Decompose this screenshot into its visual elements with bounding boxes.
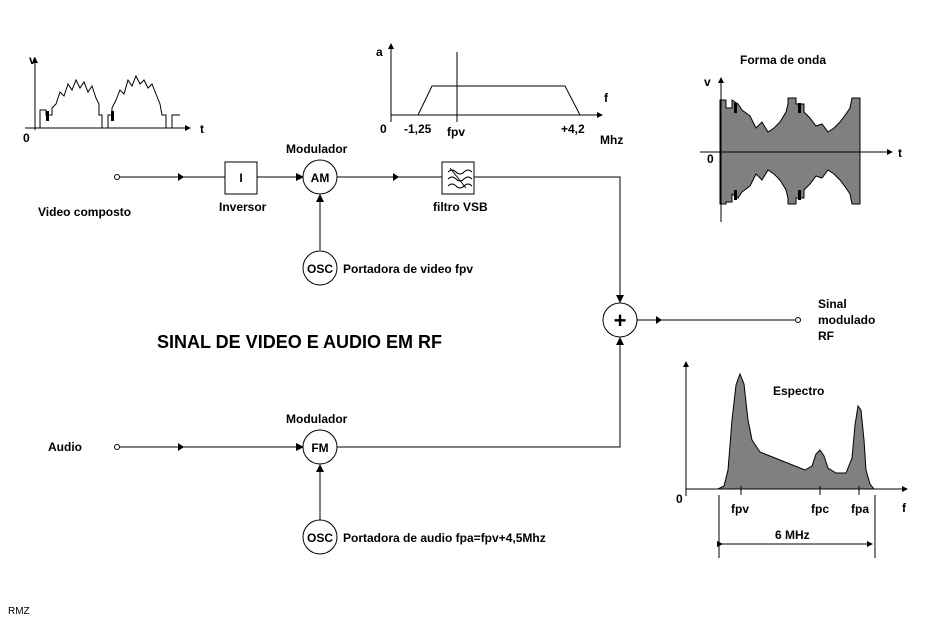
video-oscillator — [302, 250, 338, 286]
output-waveform-sync-mark — [798, 190, 801, 200]
audio-input-terminal — [114, 444, 120, 450]
spectrum-tick-fpc: fpc — [811, 502, 829, 516]
adder-symbol: + — [614, 308, 627, 333]
vsb-tick-high: +4,2 — [561, 122, 585, 136]
video-input-label: Video composto — [38, 205, 131, 219]
vsb-y-label: a — [376, 45, 383, 59]
vsb-tick-fpv: fpv — [447, 125, 465, 139]
vsb-unit: Mhz — [600, 133, 623, 147]
bandwidth-label: 6 MHz — [775, 528, 810, 542]
output-label-line2: modulado — [818, 313, 875, 327]
output-waveform-origin: 0 — [707, 152, 714, 166]
audio-osc-label: Portadora de audio fpa=fpv+4,5Mhz — [343, 531, 546, 545]
input-waveform-trace — [35, 74, 180, 129]
output-waveform-y-label: v — [704, 75, 711, 89]
am-modulator-symbol: AM — [311, 171, 330, 185]
signal-arrow — [656, 316, 662, 324]
output-waveform: Forma de onda v t 0 — [700, 53, 902, 222]
audio-path: Audio FM Modulador OSC Portadora de audi… — [48, 337, 624, 555]
signal-arrow — [178, 443, 184, 451]
output-waveform-envelope — [719, 97, 861, 205]
spectrum-tick-fpv: fpv — [731, 502, 749, 516]
spectrum-x-label: f — [902, 501, 907, 515]
vsb-origin: 0 — [380, 122, 387, 136]
output-waveform-sync-mark — [798, 103, 801, 113]
signature: RMZ — [8, 606, 30, 617]
output-label-line3: RF — [818, 329, 834, 343]
inverter-label: Inversor — [219, 200, 267, 214]
inverter-block — [224, 161, 258, 195]
video-input-terminal — [114, 174, 120, 180]
signal-arrow — [393, 173, 399, 181]
audio-osc-symbol: OSC — [307, 531, 333, 545]
input-waveform-x-label: t — [200, 122, 204, 136]
video-path: Video composto I Inversor AM Modulador f… — [38, 142, 624, 303]
input-waveform-origin: 0 — [23, 131, 30, 145]
output-waveform-title: Forma de onda — [740, 53, 826, 67]
spectrum-curve — [717, 372, 876, 490]
audio-modulator-label: Modulador — [286, 412, 348, 426]
video-osc-symbol: OSC — [307, 262, 333, 276]
diagram-title: SINAL DE VIDEO E AUDIO EM RF — [157, 332, 442, 352]
output-waveform-sync-mark — [734, 103, 737, 113]
input-waveform-y-label: v — [29, 53, 36, 67]
spectrum-origin: 0 — [676, 492, 683, 506]
output-waveform-x-label: t — [898, 146, 902, 160]
filter-slash-icon — [449, 167, 467, 189]
vsb-x-label: f — [604, 91, 609, 105]
video-modulator-label: Modulador — [286, 142, 348, 156]
vsb-response-curve — [417, 85, 581, 116]
filter-to-adder-line — [474, 176, 624, 303]
output-terminal — [795, 317, 801, 323]
spectrum-title: Espectro — [773, 384, 824, 398]
video-osc-label: Portadora de video fpv — [343, 262, 473, 276]
spectrum-tick-fpa: fpa — [851, 502, 869, 516]
fm-to-adder-line — [337, 337, 624, 448]
vsb-tick-low: -1,25 — [404, 122, 432, 136]
fm-modulator-symbol: FM — [311, 441, 328, 455]
output-label-line1: Sinal — [818, 297, 847, 311]
vsb-response: a f Mhz 0 -1,25 fpv +4,2 — [376, 43, 623, 147]
inverter-symbol: I — [239, 171, 242, 185]
output-waveform-sync-mark — [734, 190, 737, 200]
filter-label: filtro VSB — [433, 200, 488, 214]
adder-output: + Sinal modulado RF — [602, 297, 875, 343]
spectrum: Espectro 0 f fpv fpc fpa 6 MHz — [676, 361, 908, 558]
input-waveform-sync-mark — [46, 111, 49, 121]
input-waveform-sync-mark — [111, 111, 114, 121]
signal-arrow — [178, 173, 184, 181]
input-waveform: v t 0 — [23, 53, 204, 145]
audio-oscillator — [302, 519, 338, 555]
filter-wave-icon — [447, 183, 473, 189]
audio-input-label: Audio — [48, 440, 82, 454]
